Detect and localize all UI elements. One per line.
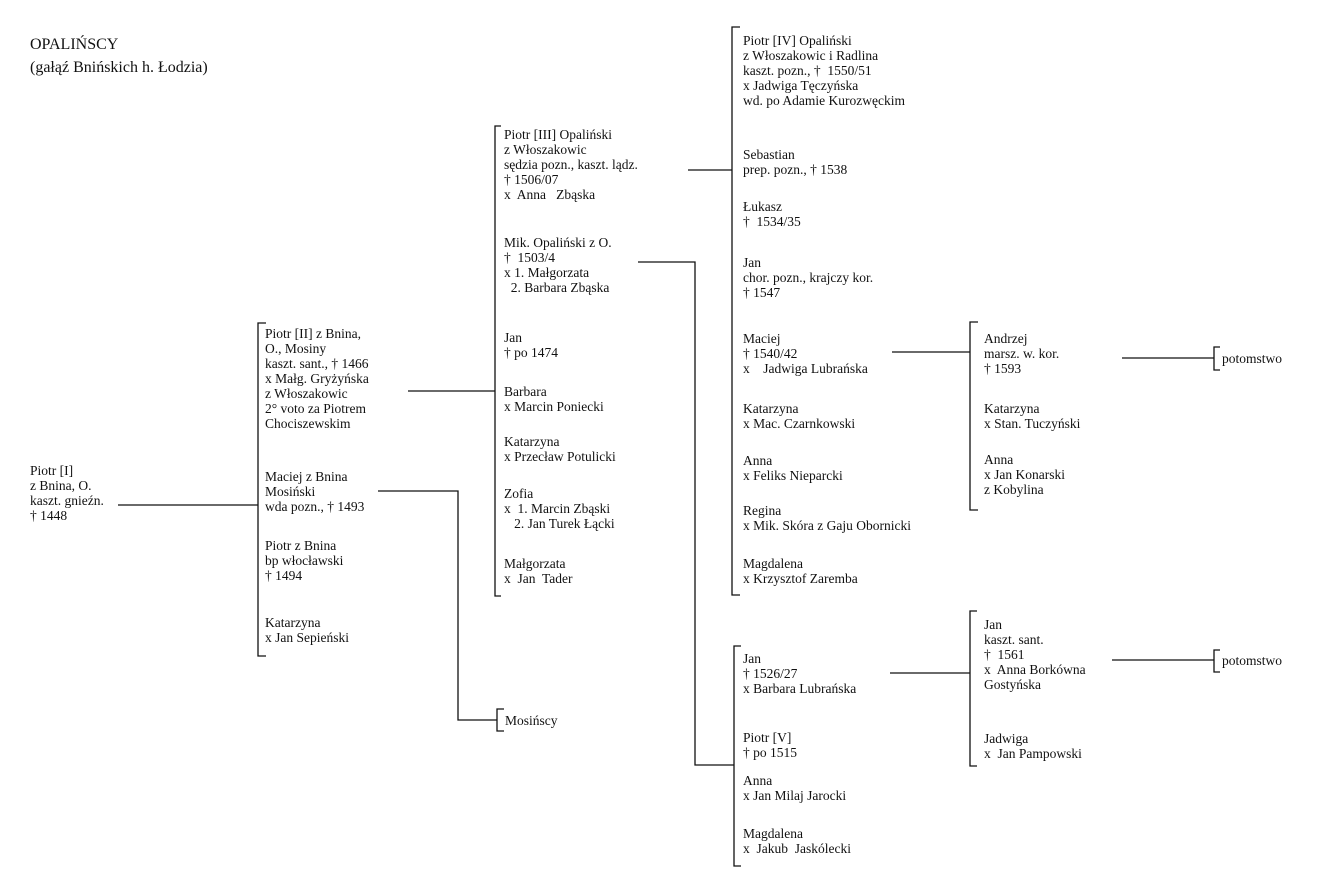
chart-subtitle: (gałąź Bnińskich h. Łodzia): [30, 59, 208, 76]
person-jan-1526: Jan † 1526/27 x Barbara Lubrańska: [743, 651, 857, 696]
person-jan-chorazy: Jan chor. pozn., krajczy kor. † 1547: [743, 255, 874, 300]
person-jadwiga-pampowski: Jadwiga x Jan Pampowski: [984, 731, 1082, 761]
person-piotr-5: Piotr [V] † po 1515: [743, 730, 797, 760]
connector-line: [638, 261, 734, 766]
person-jan-1474: Jan † po 1474: [504, 330, 558, 360]
bracket-jan1526-children: [969, 610, 977, 767]
branch-mosinscy: Mosińscy: [505, 713, 558, 728]
chart-title: OPALIŃSCY: [30, 36, 119, 53]
person-jan-kaszt-sant: Jan kaszt. sant. † 1561 x Anna Borkówna …: [984, 617, 1086, 692]
person-andrzej: Andrzej marsz. w. kor. † 1593: [984, 331, 1060, 376]
person-magdalena-zaremba: Magdalena x Krzysztof Zaremba: [743, 556, 858, 586]
person-zofia: Zofia x 1. Marcin Zbąski 2. Jan Turek Łą…: [504, 486, 615, 531]
bracket-potomstwo-2: [1213, 649, 1220, 673]
person-malgorzata-tader: Małgorzata x Jan Tader: [504, 556, 573, 586]
person-mik-opalinski: Mik. Opaliński z O. † 1503/4 x 1. Małgor…: [504, 235, 612, 295]
person-sebastian: Sebastian prep. pozn., † 1538: [743, 147, 848, 177]
bracket-gen2: [257, 322, 266, 657]
person-katarzyna-sepienski: Katarzyna x Jan Sepieński: [265, 615, 349, 645]
person-barbara-poniecki: Barbara x Marcin Poniecki: [504, 384, 604, 414]
person-katarzyna-czarnkowski: Katarzyna x Mac. Czarnkowski: [743, 401, 856, 431]
person-katarzyna-tuczynski: Katarzyna x Stan. Tuczyński: [984, 401, 1081, 431]
branch-potomstwo-1: potomstwo: [1222, 351, 1283, 366]
person-anna-konarski: Anna x Jan Konarski z Kobylina: [984, 452, 1065, 497]
bracket-piotr3-children: [731, 26, 740, 596]
bracket-mosinscy: [496, 708, 504, 732]
person-lukasz: Łukasz † 1534/35: [743, 199, 801, 229]
person-piotr-2: Piotr [II] z Bnina, O., Mosiny kaszt. sa…: [265, 326, 369, 431]
bracket-piotr2-children: [494, 125, 501, 597]
person-piotr-4: Piotr [IV] Opaliński z Włoszakowic i Rad…: [743, 33, 905, 108]
connector-line: [378, 490, 497, 721]
bracket-potomstwo-1: [1213, 346, 1220, 371]
person-piotr-1: Piotr [I] z Bnina, O. kaszt. gnieźn. † 1…: [30, 463, 104, 523]
person-katarzyna-potulicki: Katarzyna x Przecław Potulicki: [504, 434, 616, 464]
bracket-maciej-children: [969, 321, 978, 511]
bracket-mik-children: [733, 645, 741, 867]
person-anna-jarocki: Anna x Jan Milaj Jarocki: [743, 773, 847, 803]
person-magdalena-jaskolecki: Magdalena x Jakub Jaskólecki: [743, 826, 851, 856]
person-maciej-1540: Maciej † 1540/42 x Jadwiga Lubrańska: [743, 331, 868, 376]
person-piotr-3: Piotr [III] Opaliński z Włoszakowic sędz…: [504, 127, 638, 202]
person-anna-nieparcki: Anna x Feliks Nieparcki: [743, 453, 843, 483]
branch-potomstwo-2: potomstwo: [1222, 653, 1283, 668]
person-regina: Regina x Mik. Skóra z Gaju Obornicki: [743, 503, 911, 533]
person-piotr-bp: Piotr z Bnina bp włocławski † 1494: [265, 538, 344, 583]
person-maciej-z-bnina: Maciej z Bnina Mosiński wda pozn., † 149…: [265, 469, 365, 514]
